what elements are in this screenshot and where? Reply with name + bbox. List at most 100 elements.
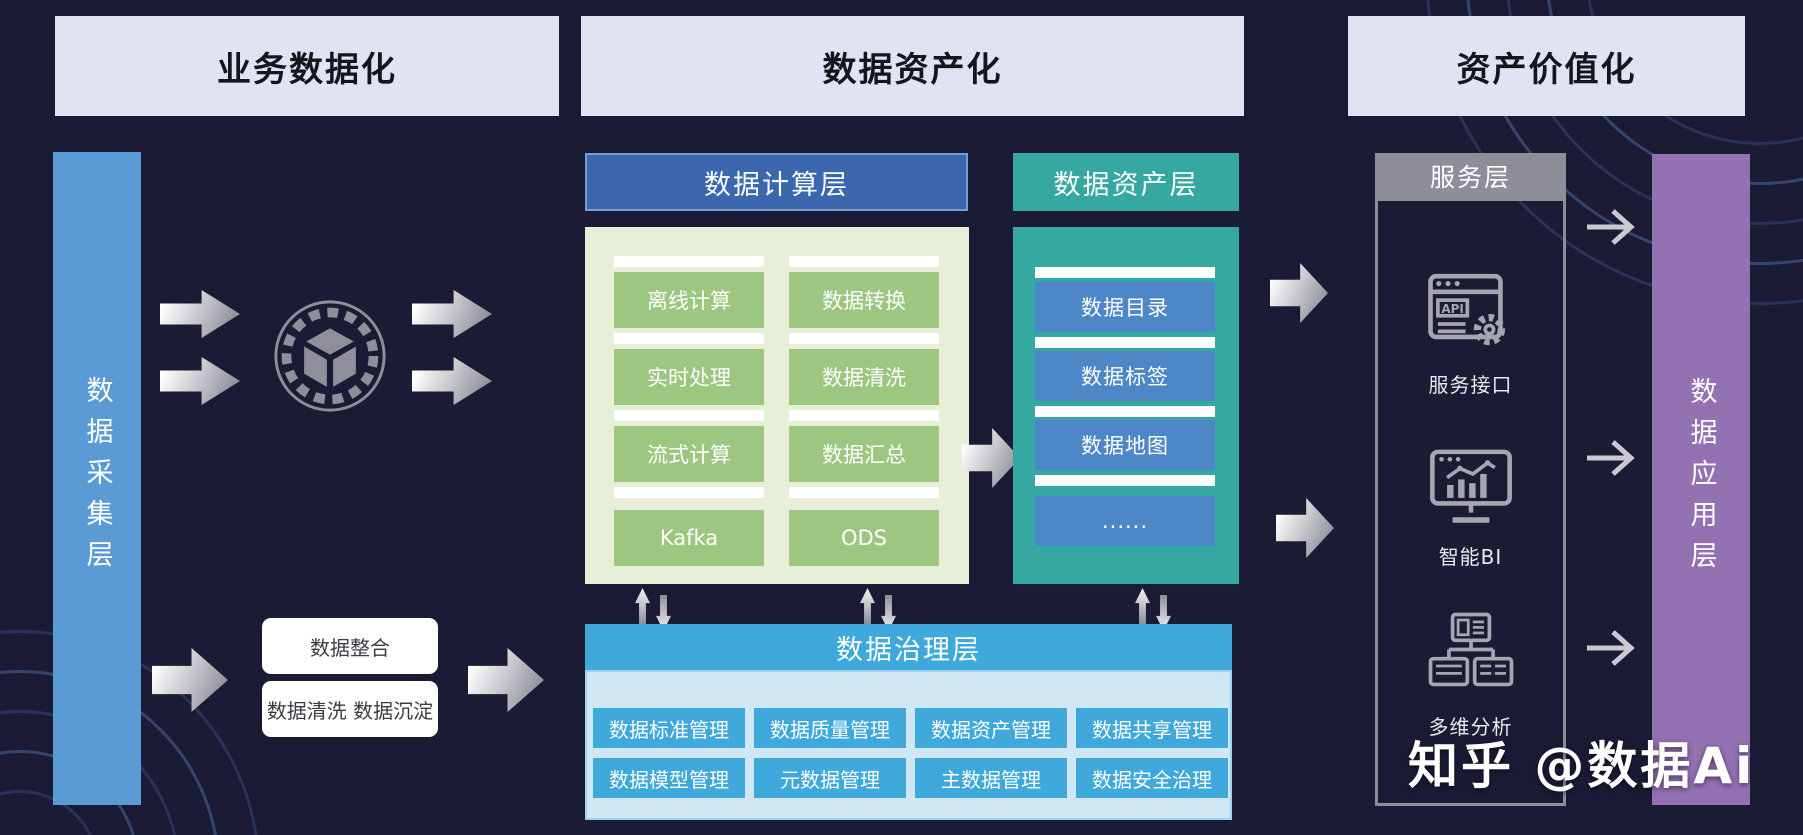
data-integration-label: 数据整合 [310, 635, 390, 660]
separator [614, 333, 764, 344]
governance-item-label: 元数据管理 [780, 767, 880, 792]
governance-item-label: 主数据管理 [941, 767, 1041, 792]
asset-layer-body: 数据目录 数据标签 数据地图 ...... [1013, 227, 1239, 584]
asset-item: 数据标签 [1035, 351, 1215, 401]
service-item-label: 多维分析 [1428, 715, 1513, 739]
flow-arrow-icon [1270, 263, 1328, 323]
separator [789, 333, 939, 344]
service-item-label: 智能BI [1438, 545, 1503, 569]
governance-item: 数据模型管理 [593, 758, 745, 798]
governance-item-label: 数据安全治理 [1092, 767, 1212, 792]
flow-arrow-icon [412, 357, 492, 405]
computing-item-label: 数据汇总 [822, 443, 906, 467]
service-item-api: API 服务接口 [1378, 267, 1563, 398]
computing-item: 数据汇总 [789, 426, 939, 482]
governance-item-label: 数据模型管理 [609, 767, 729, 792]
computing-item-label: 数据清洗 [822, 366, 906, 390]
data-cleaning-label: 数据清洗 数据沉淀 [266, 698, 434, 723]
governance-item: 数据标准管理 [593, 708, 745, 748]
governance-layer-title: 数据治理层 [836, 634, 981, 666]
asset-item: 数据目录 [1035, 282, 1215, 332]
service-item-bi: 智能BI [1378, 439, 1563, 570]
computing-layer-title: 数据计算层 [704, 169, 849, 201]
service-layer-body: API 服务接口 [1375, 198, 1566, 806]
asset-layer-title: 数据资产层 [1053, 169, 1199, 201]
separator [1035, 267, 1215, 278]
phase-header-label: 资产价值化 [1456, 49, 1637, 90]
governance-item: 元数据管理 [754, 758, 906, 798]
flow-arrow-icon [160, 357, 240, 405]
asset-item: ...... [1035, 496, 1215, 546]
computing-item-label: 数据转换 [822, 289, 906, 313]
computing-item-label: ODS [840, 526, 888, 550]
flow-arrow-icon [962, 428, 1020, 488]
service-layer-title: 服务层 [1429, 162, 1511, 192]
computing-item: 数据清洗 [789, 349, 939, 405]
governance-item-label: 数据资产管理 [931, 717, 1051, 742]
bidirectional-arrow-icon [1135, 588, 1171, 631]
data-cleaning-box: 数据清洗 数据沉淀 [262, 681, 438, 737]
computing-item-label: 实时处理 [647, 366, 731, 390]
watermark: 知乎 @数据Ai [1408, 737, 1756, 795]
computing-item: ODS [789, 510, 939, 566]
computing-item-label: 离线计算 [647, 289, 731, 313]
asset-item-label: 数据地图 [1081, 434, 1169, 458]
svg-text:API: API [1441, 302, 1463, 316]
separator [614, 487, 764, 498]
separator [614, 410, 764, 421]
asset-layer-header: 数据资产层 [1013, 153, 1239, 211]
data-processing-cube-icon [272, 298, 388, 414]
asset-item-label: ...... [1101, 509, 1149, 533]
bi-icon [1425, 439, 1517, 531]
outline-arrow-icon [1585, 626, 1637, 670]
governance-layer-header: 数据治理层 [585, 624, 1232, 670]
service-layer-header: 服务层 [1375, 153, 1566, 198]
data-collection-layer-bar: 数据采集层 [53, 152, 141, 805]
separator [1035, 406, 1215, 417]
governance-item: 数据共享管理 [1076, 708, 1228, 748]
service-item-label: 服务接口 [1428, 373, 1513, 397]
separator [1035, 475, 1215, 486]
computing-item: 实时处理 [614, 349, 764, 405]
governance-item: 数据资产管理 [915, 708, 1067, 748]
service-item-multidim: 多维分析 [1378, 609, 1563, 740]
flow-arrow-icon [412, 290, 492, 338]
separator [789, 256, 939, 267]
phase-header-label: 数据资产化 [822, 49, 1003, 90]
separator [789, 487, 939, 498]
governance-item-label: 数据共享管理 [1092, 717, 1212, 742]
computing-layer-body: 离线计算 实时处理 流式计算 Kafka 数据转换 数据清洗 数据汇总 ODS [585, 227, 969, 584]
governance-item-label: 数据质量管理 [770, 717, 890, 742]
phase-header-label: 业务数据化 [217, 49, 397, 90]
data-collection-layer-label: 数据采集层 [81, 376, 113, 581]
computing-item: Kafka [614, 510, 764, 566]
governance-item: 数据质量管理 [754, 708, 906, 748]
data-integration-box: 数据整合 [262, 618, 438, 674]
outline-arrow-icon [1585, 205, 1637, 249]
computing-item: 离线计算 [614, 272, 764, 328]
governance-layer-body: 数据标准管理 数据质量管理 数据资产管理 数据共享管理 数据模型管理 元数据管理… [585, 670, 1232, 820]
outline-arrow-icon [1585, 436, 1637, 480]
asset-item-label: 数据目录 [1081, 296, 1169, 320]
separator [789, 410, 939, 421]
computing-item-label: 流式计算 [647, 443, 731, 467]
phase-header-asset-valorization: 资产价值化 [1348, 16, 1745, 116]
separator [1035, 337, 1215, 348]
governance-item-label: 数据标准管理 [609, 717, 729, 742]
asset-item: 数据地图 [1035, 420, 1215, 470]
phase-header-business-dataization: 业务数据化 [55, 16, 559, 116]
api-icon: API [1425, 267, 1517, 359]
governance-item: 数据安全治理 [1076, 758, 1228, 798]
phase-header-data-assetization: 数据资产化 [581, 16, 1244, 116]
computing-item: 流式计算 [614, 426, 764, 482]
multidim-icon [1425, 609, 1517, 701]
bidirectional-arrow-icon [860, 588, 896, 631]
data-application-layer-label: 数据应用层 [1685, 377, 1717, 582]
separator [614, 256, 764, 267]
data-application-layer-bar: 数据应用层 [1652, 154, 1750, 805]
governance-item: 主数据管理 [915, 758, 1067, 798]
computing-item: 数据转换 [789, 272, 939, 328]
computing-item-label: Kafka [659, 526, 719, 550]
flow-arrow-icon [160, 290, 240, 338]
